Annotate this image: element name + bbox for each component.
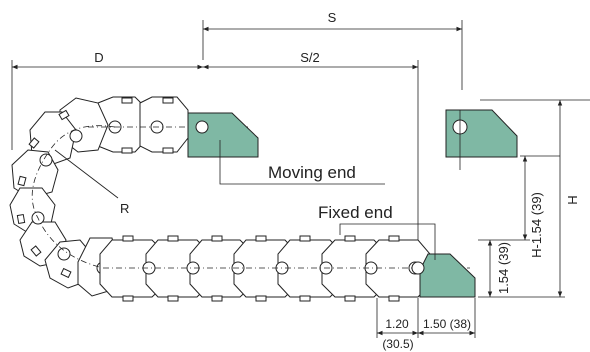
fixed-end-label: Fixed end <box>318 203 393 222</box>
dim-154: 1.54 (39) <box>478 239 565 298</box>
chain-upper-run <box>97 96 189 154</box>
moving-end-label: Moving end <box>268 163 356 182</box>
dim-150-label: 1.50 (38) <box>423 317 471 331</box>
dim-120-mm-label: (30.5) <box>382 337 413 351</box>
dim-d: D <box>11 50 203 150</box>
callout-fixed-end: Fixed end <box>318 203 436 260</box>
dim-s-half: S/2 <box>203 50 419 270</box>
radius-r: R <box>54 149 129 216</box>
dim-s: S <box>202 10 463 90</box>
dim-h-minus: H-1.54 (39) <box>520 155 560 258</box>
dim-120-label: 1.20 <box>385 317 409 331</box>
radius-r-label: R <box>120 201 129 216</box>
moving-end-bracket-detached <box>445 109 518 170</box>
fixed-end-bracket <box>411 253 476 298</box>
chain-lower-run <box>99 235 470 302</box>
moving-end-bracket-shape <box>187 112 259 158</box>
moving-end-bracket <box>187 112 259 158</box>
dim-154-label: 1.54 (39) <box>496 242 511 294</box>
dim-bottom: 1.20 (30.5) 1.50 (38) <box>376 298 476 351</box>
dim-d-label: D <box>94 50 103 65</box>
callout-moving-end: Moving end <box>219 140 385 185</box>
dim-h-minus-label: H-1.54 (39) <box>529 192 544 258</box>
dim-s-half-label: S/2 <box>300 50 320 65</box>
fixed-end-bracket-shape <box>419 253 476 298</box>
chain-bend <box>9 97 119 297</box>
dim-s-label: S <box>328 10 337 25</box>
dim-h-label: H <box>565 195 580 204</box>
dim-h: H <box>480 99 590 297</box>
